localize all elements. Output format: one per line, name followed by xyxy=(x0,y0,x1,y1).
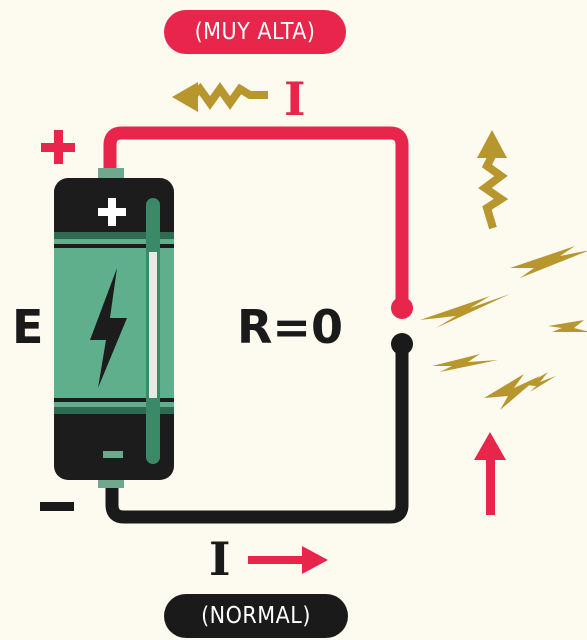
negative-wire-end xyxy=(391,333,413,355)
emf-label: E xyxy=(12,300,44,354)
squiggle-arrow-left-icon xyxy=(172,82,268,112)
negative-wire xyxy=(105,344,409,524)
lightning-bolt-icon xyxy=(90,268,127,388)
normal-current-label: (NORMAL) xyxy=(201,603,311,629)
positive-wire-end xyxy=(391,297,413,319)
squiggle-arrow-up-icon xyxy=(477,130,509,230)
spark-icon xyxy=(420,246,587,410)
straight-arrow-right-icon xyxy=(248,546,328,574)
current-label-bottom: I xyxy=(209,532,231,586)
battery-minus-icon xyxy=(103,451,123,458)
battery xyxy=(54,178,174,480)
positive-wire xyxy=(103,126,409,305)
normal-current-pill: (NORMAL) xyxy=(164,594,348,638)
current-label-top: I xyxy=(284,72,306,126)
positive-sign xyxy=(41,130,75,164)
high-current-label: (MUY ALTA) xyxy=(194,19,316,45)
high-current-pill: (MUY ALTA) xyxy=(164,10,346,54)
negative-sign xyxy=(40,502,74,511)
straight-arrow-up-icon xyxy=(474,432,506,515)
resistance-label: R=0 xyxy=(237,300,343,354)
